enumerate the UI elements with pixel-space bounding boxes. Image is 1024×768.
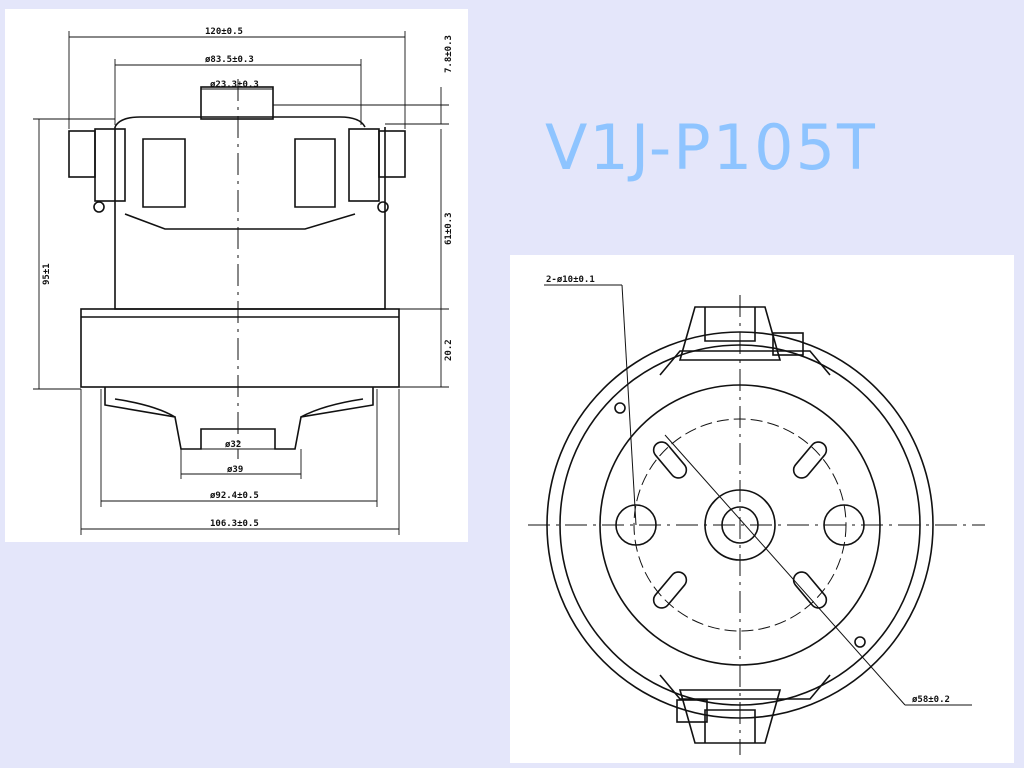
shaft-boss [200,86,274,120]
dim-overall-width: 120±0.5 [205,27,243,37]
dim-inner-dia: ø39 [227,465,243,475]
dim-base-height: 20.2 [444,339,454,361]
dim-inlet-dia: ø32 [225,440,241,450]
dim-pcd: ø58±0.2 [912,695,950,705]
brush-holder-bottom [678,689,782,744]
dim-total-height: 95±1 [42,263,52,285]
dim-top-height: 7.8±0.3 [444,35,454,73]
dim-shaft-dia: ø23.3±0.3 [210,80,259,90]
dim-base-dia: 106.3±0.5 [210,519,259,529]
side-view-svg: 120±0.5 ø83.5±0.3 ø23.3±0.3 ø32 ø39 ø92.… [33,27,454,535]
top-view-drawing: 2-ø10±0.1 ø58±0.2 [510,255,1014,763]
dim-top-dia: ø83.5±0.3 [205,55,254,65]
motor-body-outline [114,127,386,310]
model-title: V1J-P105T [545,111,877,184]
fan-housing [80,308,400,388]
brush-holder-top [678,306,782,361]
dim-holes: 2-ø10±0.1 [546,275,595,285]
top-view-svg: 2-ø10±0.1 ø58±0.2 [528,275,985,755]
side-view-drawing: 120±0.5 ø83.5±0.3 ø23.3±0.3 ø32 ø39 ø92.… [5,9,468,542]
dim-body-height: 61±0.3 [444,212,454,245]
dim-bottom-dia: ø92.4±0.5 [210,491,259,501]
